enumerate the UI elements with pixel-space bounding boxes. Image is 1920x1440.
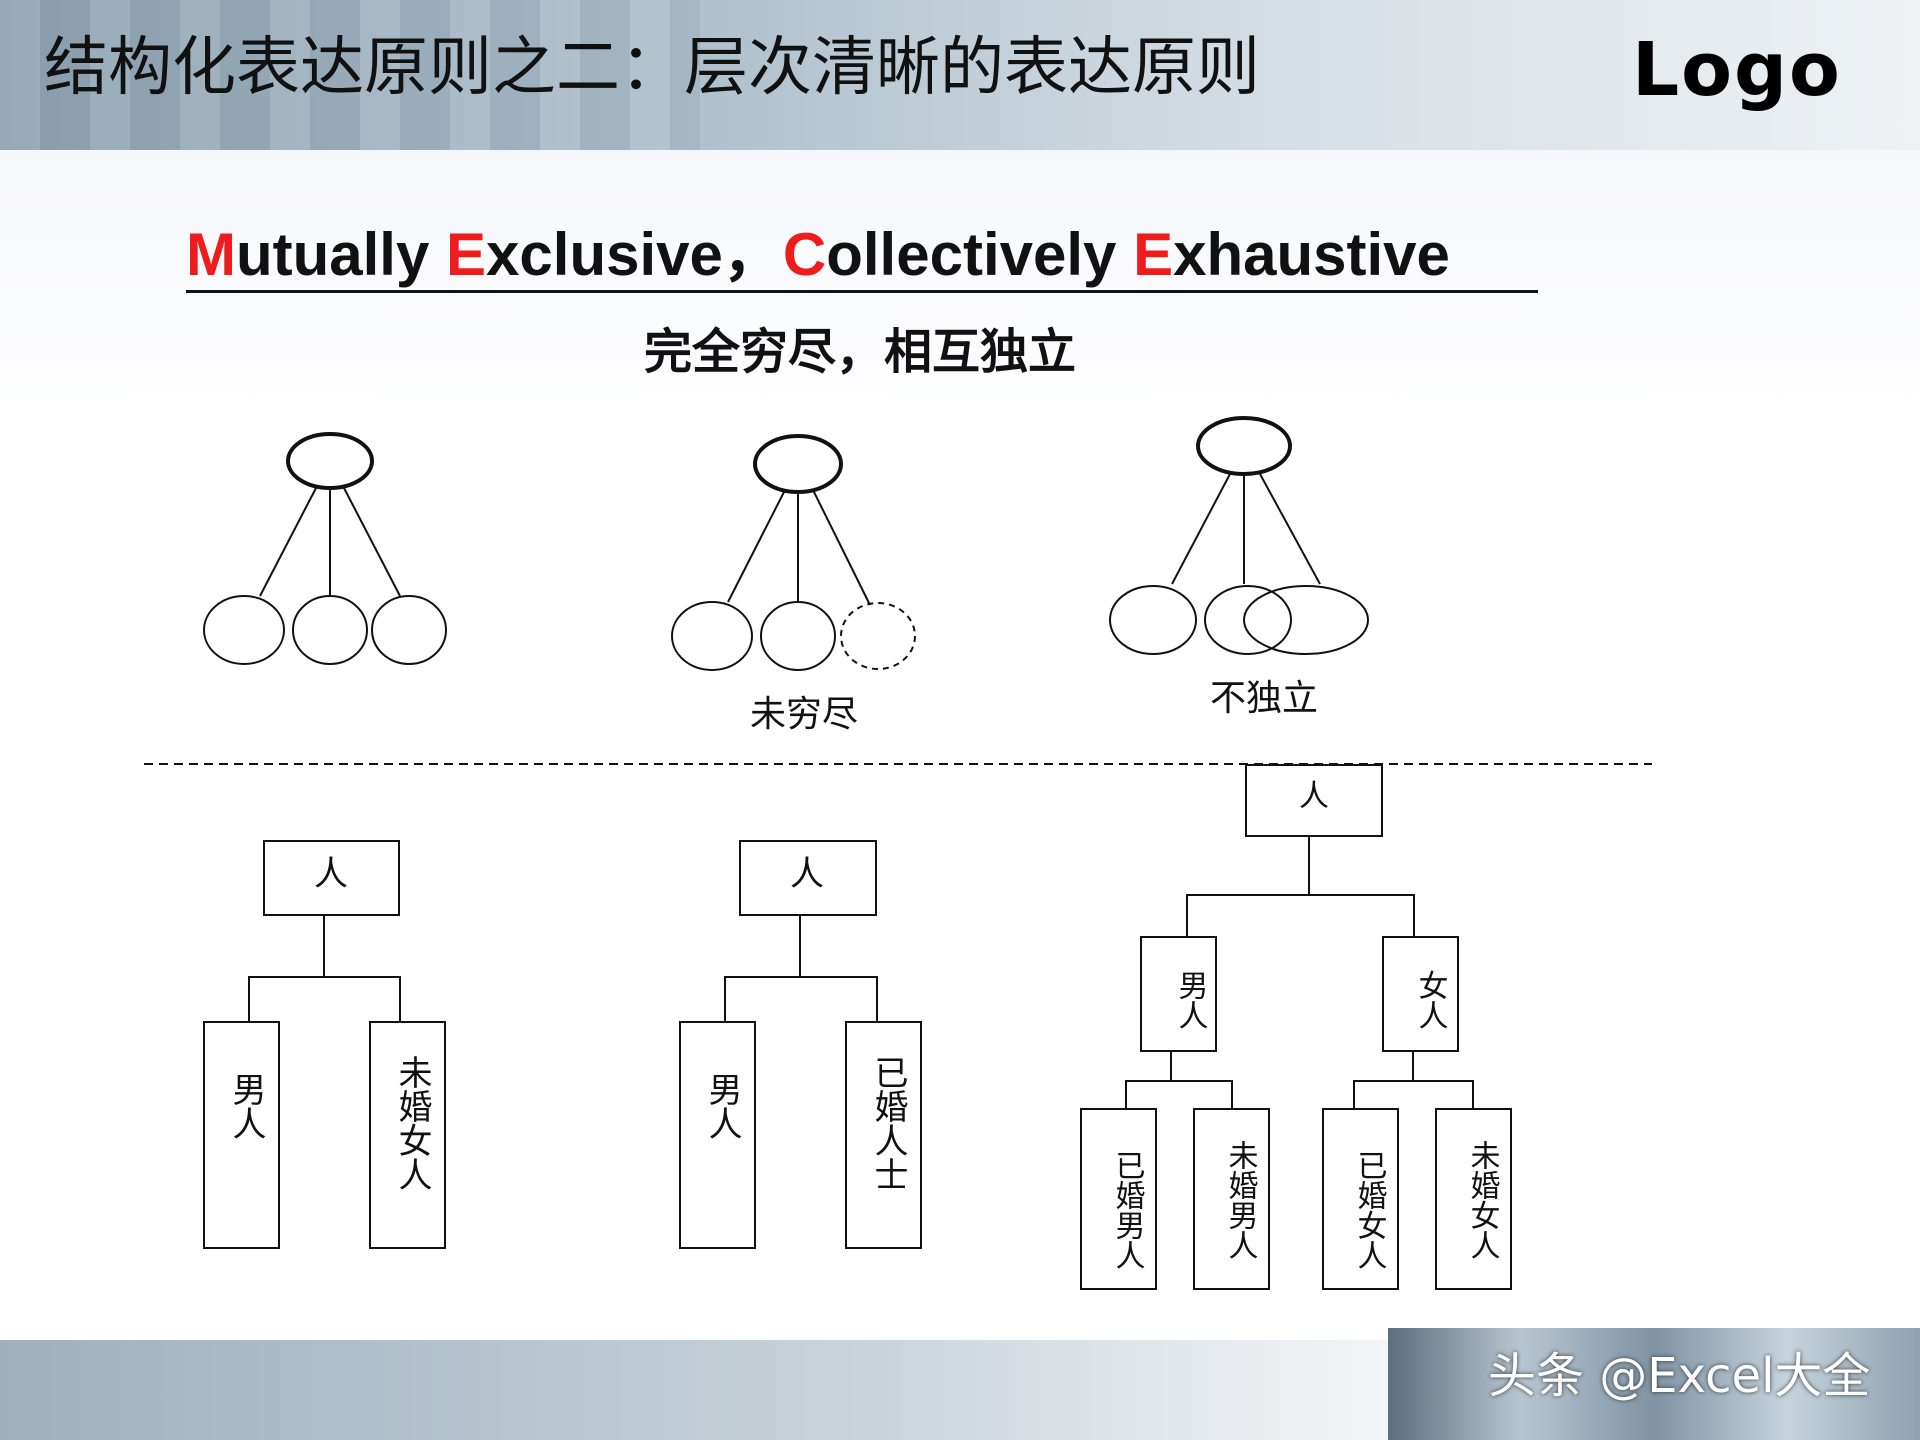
tree1-leaf-label: 男人 — [226, 1072, 266, 1140]
tree1-root-label: 人 — [314, 854, 348, 894]
bubble-link — [727, 491, 785, 603]
mece-word-exhaustive: xhaustive — [1173, 221, 1450, 288]
bubble-link — [343, 487, 401, 597]
tree3-leaf-label: 未婚女人 — [1465, 1140, 1500, 1260]
subtitle: 完全穷尽，相互独立 — [643, 324, 1076, 380]
bubble-child — [1204, 585, 1292, 655]
tree3-mid-label: 男人 — [1173, 970, 1208, 1030]
tree-mid-box — [1382, 936, 1459, 1052]
tree-connector — [1353, 1051, 1414, 1109]
mece-word-exclusive: xclusive， — [486, 221, 783, 288]
bubble-child-missing — [840, 602, 916, 670]
tree-connector — [800, 976, 878, 1022]
tree-root-box — [263, 840, 400, 916]
bubble-link — [259, 487, 317, 597]
tree-2 — [679, 840, 922, 1249]
mece-heading: Mutually Exclusive，Collectively Exhausti… — [186, 220, 1538, 293]
tree-leaf-box — [369, 1021, 446, 1249]
tree-leaf-box — [845, 1021, 922, 1249]
tree-connector — [1125, 1051, 1172, 1109]
bubble-diagram-not-exhaustive — [671, 434, 916, 671]
tree-leaf-box — [1080, 1108, 1157, 1290]
bubble-parent — [286, 432, 374, 490]
tree-leaf-box — [1322, 1108, 1399, 1290]
mece-initial-m: M — [186, 221, 236, 288]
tree-connector — [1186, 836, 1310, 937]
tree3-leaf-label: 已婚女人 — [1352, 1150, 1387, 1270]
tree-connector — [324, 976, 401, 1022]
tree-connector — [248, 915, 325, 1022]
content-background — [0, 150, 1920, 1170]
tree-leaf-box — [1435, 1108, 1512, 1290]
tree-connector — [1309, 894, 1415, 937]
tree-root-box — [1245, 764, 1383, 837]
mece-word-mutually: utually — [235, 221, 447, 288]
tree-connector — [724, 915, 801, 1022]
bubble-child — [760, 601, 836, 671]
tree2-root-label: 人 — [790, 854, 824, 894]
tree3-leaf-label: 已婚男人 — [1110, 1150, 1145, 1270]
tree3-mid-label: 女人 — [1413, 970, 1448, 1030]
bubble-child — [371, 595, 447, 665]
bubble-link — [1171, 473, 1231, 585]
tree1-leaf-label: 未婚女人 — [392, 1055, 432, 1191]
tree-connector — [1413, 1080, 1474, 1109]
header-photo — [0, 0, 700, 150]
tree-leaf-box — [1193, 1108, 1270, 1290]
bubble-link — [813, 491, 871, 606]
tree2-leaf-label: 男人 — [702, 1072, 742, 1140]
footer-photo — [1388, 1328, 1920, 1440]
tree-3 — [1080, 764, 1512, 1290]
bubble-child — [1109, 585, 1197, 655]
header-band — [0, 0, 1920, 150]
watermark: 头条 @Excel大全 — [1488, 1348, 1871, 1404]
tree-leaf-box — [679, 1021, 756, 1249]
slide-title: 结构化表达原则之二：层次清晰的表达原则 — [44, 31, 1260, 105]
tree-mid-box — [1140, 936, 1217, 1052]
bubble-child — [292, 595, 368, 665]
bubble-parent — [1196, 416, 1292, 476]
bubble-child-overlapping — [1243, 585, 1369, 655]
label-not-independent: 不独立 — [1210, 678, 1318, 719]
logo: Logo — [1632, 27, 1842, 113]
tree-1 — [203, 840, 446, 1249]
bubble-diagram-complete — [203, 432, 447, 665]
tree-leaf-box — [203, 1021, 280, 1249]
mece-initial-e2: E — [1133, 221, 1174, 288]
tree3-root-label: 人 — [1299, 779, 1329, 814]
bubble-child — [203, 595, 285, 665]
tree-root-box — [739, 840, 877, 916]
bubble-child — [671, 601, 753, 671]
mece-word-collectively: ollectively — [826, 221, 1134, 288]
bubble-diagram-not-independent — [1109, 416, 1369, 655]
bubble-parent — [753, 434, 843, 494]
mece-initial-c: C — [782, 221, 827, 288]
tree-connector — [1171, 1080, 1233, 1109]
bubble-link — [1259, 473, 1321, 585]
tree2-leaf-label: 已婚人士 — [868, 1055, 908, 1191]
tree3-leaf-label: 未婚男人 — [1223, 1140, 1258, 1260]
label-not-exhaustive: 未穷尽 — [750, 694, 858, 735]
mece-initial-e1: E — [446, 221, 487, 288]
